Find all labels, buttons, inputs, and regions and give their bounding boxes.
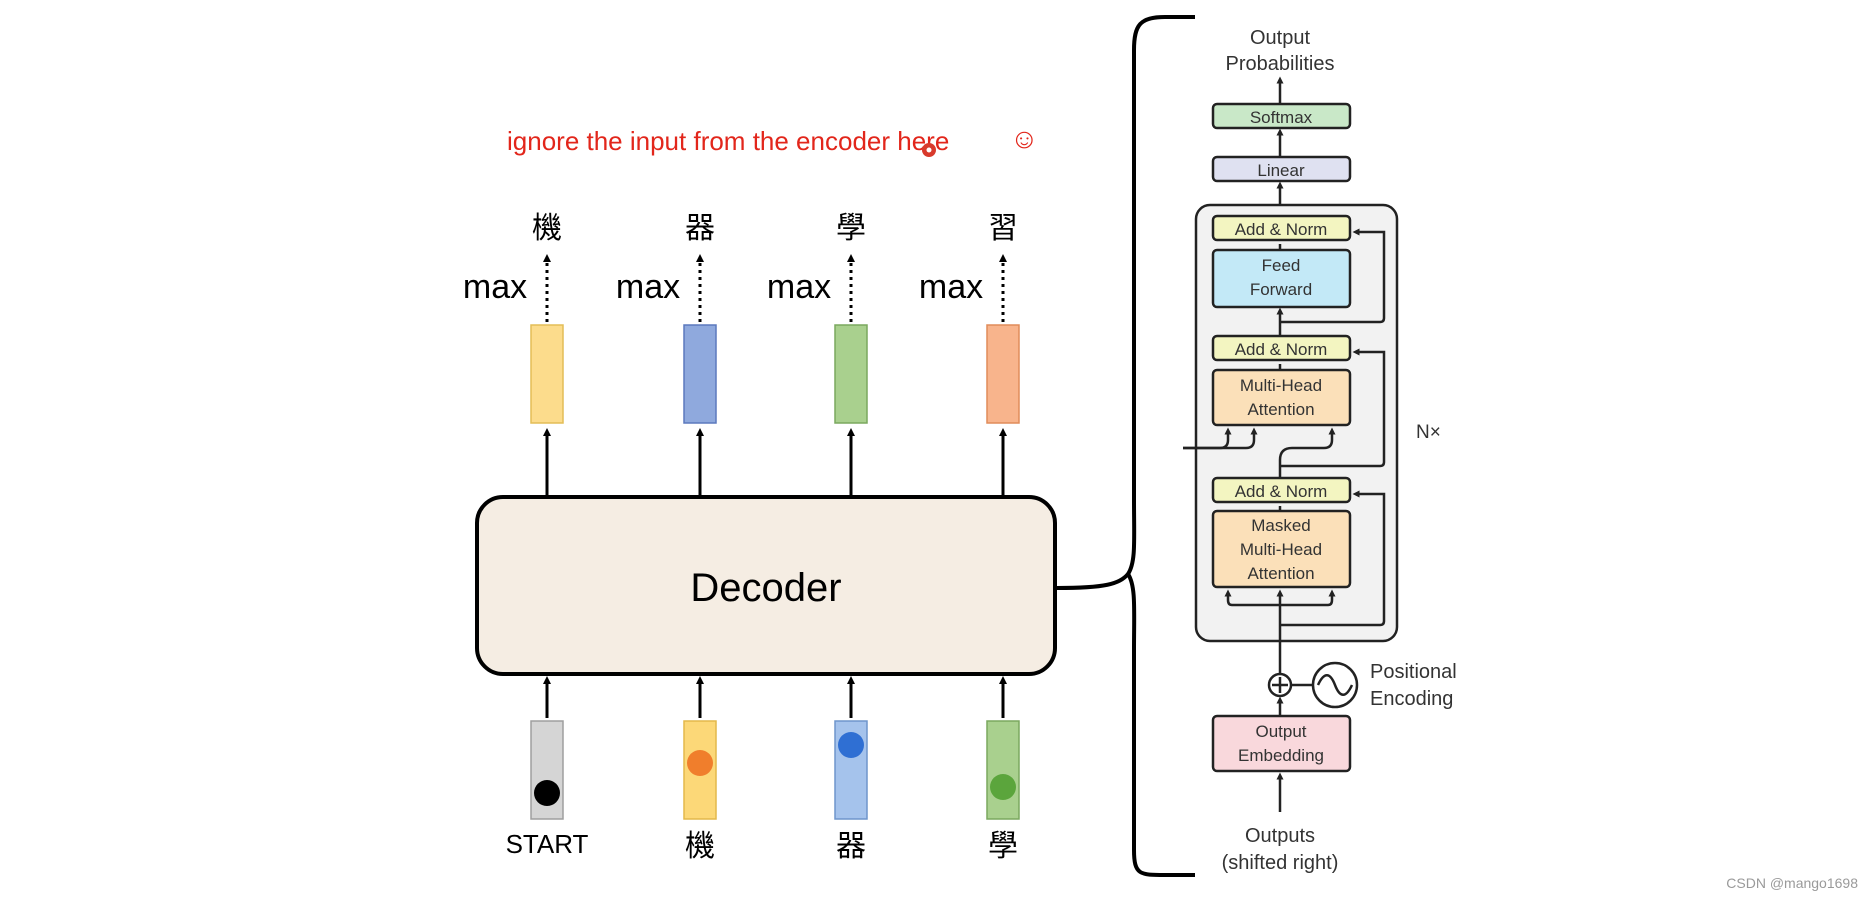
max-label: max: [463, 268, 527, 306]
residual-feed-forward: [1280, 228, 1386, 324]
masked-input-right: [1280, 589, 1336, 607]
output-vector: [530, 324, 564, 424]
output-prob-line2: Probabilities: [1226, 53, 1335, 75]
feed-forward-box: [1211, 248, 1352, 309]
input-vector: [530, 720, 564, 820]
mha-line2: Attention: [1247, 400, 1314, 419]
input-column: 學: [986, 676, 1020, 863]
max-label: max: [616, 268, 680, 306]
input-token-label: START: [506, 829, 589, 859]
input-token-label: 器: [836, 830, 866, 863]
smiley-icon: ☺: [1010, 123, 1039, 154]
decoder-block: Decoder: [475, 495, 1057, 676]
decoder-box: [475, 495, 1057, 676]
mha-line1: Multi-Head: [1240, 376, 1322, 395]
output-token: 器: [685, 212, 715, 245]
masked-line2: Multi-Head: [1240, 540, 1322, 559]
feed-forward-line2: Forward: [1250, 280, 1312, 299]
output-embedding-box: [1211, 714, 1352, 773]
positional-line2: Encoding: [1370, 688, 1453, 710]
linear-box: [1211, 155, 1352, 183]
positional-line1: Positional: [1370, 661, 1457, 683]
input-column: 機: [683, 676, 717, 863]
input-dot: [990, 774, 1016, 800]
max-label: max: [919, 268, 983, 306]
outputs-line1: Outputs: [1245, 825, 1315, 847]
annotation: ignore the input from the encoder here ☺: [507, 123, 1039, 157]
input-token-label: 學: [988, 830, 1018, 863]
encoder-input-arrow-2: [1183, 427, 1258, 450]
linear-label: Linear: [1257, 161, 1305, 180]
add-norm-bottom-label: Add & Norm: [1235, 482, 1328, 501]
transformer-stack: Output Probabilities Softmax Linear N× A…: [1183, 27, 1457, 874]
watermark: CSDN @mango1698: [1726, 875, 1858, 891]
brace-lower: [1126, 572, 1195, 877]
softmax-label: Softmax: [1250, 108, 1313, 127]
add-norm-top: [1211, 214, 1352, 242]
residual-masked: [1280, 490, 1386, 627]
masked-line1: Masked: [1251, 516, 1311, 535]
output-vector: [986, 324, 1020, 424]
output-vector: [683, 324, 717, 424]
masked-input-left: [1224, 589, 1280, 607]
input-tokens: START 機 器 學: [506, 676, 1020, 863]
input-dot: [534, 780, 560, 806]
annotation-text: ignore the input from the encoder here: [507, 126, 949, 156]
input-column: 器: [834, 676, 868, 863]
max-label: max: [767, 268, 831, 306]
input-vector: [986, 720, 1020, 820]
embedding-line1: Output: [1255, 722, 1306, 741]
input-column: START: [506, 676, 589, 859]
query-arrow: [1278, 427, 1336, 480]
output-vector: [834, 324, 868, 424]
masked-attention-box: [1211, 509, 1352, 589]
output-token: 學: [836, 212, 866, 245]
softmax-box: [1211, 102, 1352, 130]
multi-head-attention-box: [1211, 368, 1352, 427]
brace: [1056, 15, 1195, 877]
add-norm-middle: [1211, 334, 1352, 362]
output-prob-line1: Output: [1250, 27, 1310, 49]
brace-upper: [1056, 15, 1195, 590]
nx-label: N×: [1416, 422, 1441, 443]
residual-attention: [1280, 348, 1386, 468]
add-norm-bottom: [1211, 476, 1352, 504]
input-dot: [838, 732, 864, 758]
embedding-line2: Embedding: [1238, 746, 1324, 765]
input-token-label: 機: [685, 830, 715, 863]
add-norm-middle-label: Add & Norm: [1235, 340, 1328, 359]
outputs-line2: (shifted right): [1222, 852, 1339, 874]
masked-line3: Attention: [1247, 564, 1314, 583]
output-token: 習: [988, 212, 1018, 245]
decoder-label: Decoder: [690, 566, 841, 610]
output-token: 機: [532, 212, 562, 245]
input-dot: [687, 750, 713, 776]
feed-forward-line1: Feed: [1262, 256, 1301, 275]
add-norm-top-label: Add & Norm: [1235, 220, 1328, 239]
